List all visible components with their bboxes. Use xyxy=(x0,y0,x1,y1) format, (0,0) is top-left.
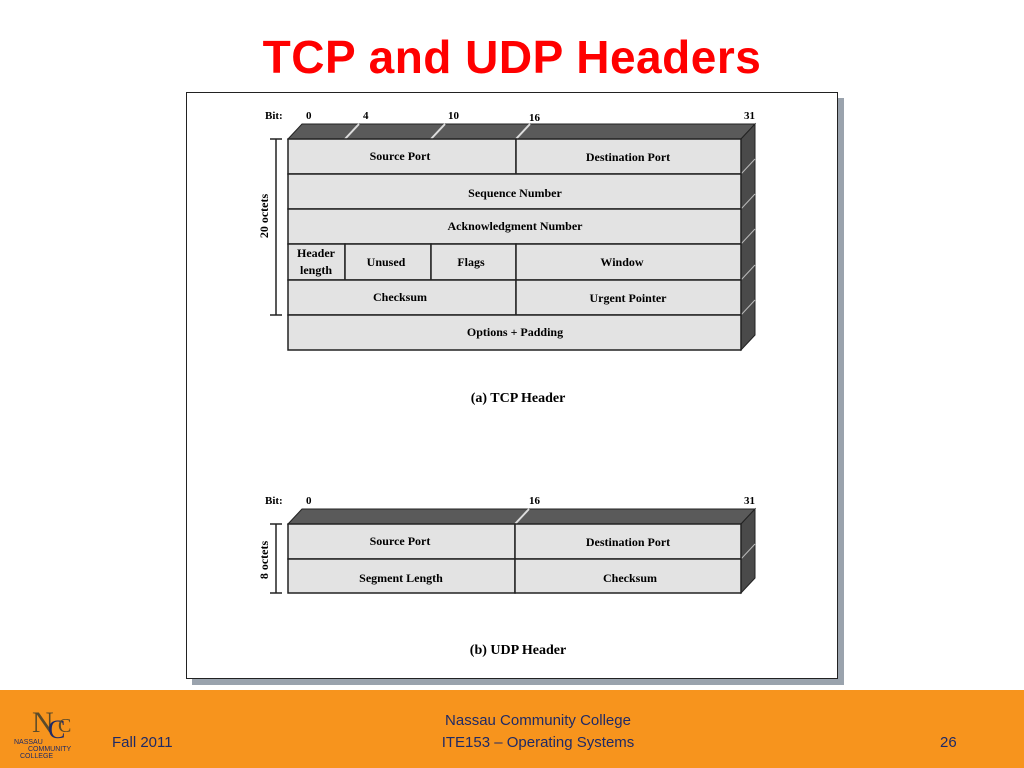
udp-caption: (b) UDP Header xyxy=(470,643,566,658)
tcp-label-urgent-pointer: Urgent Pointer xyxy=(590,291,668,305)
tcp-label-destination-port: Destination Port xyxy=(586,150,670,164)
tcp-side-line-1 xyxy=(740,158,756,175)
tcp-side-line-3 xyxy=(740,228,756,245)
tcp-cell-urgent-pointer xyxy=(515,279,742,316)
tcp-bit-0: 0 xyxy=(306,110,312,122)
tcp-side-line-5 xyxy=(740,299,756,316)
tcp-label-window: Window xyxy=(600,255,643,269)
udp-bit-0: 0 xyxy=(306,495,312,507)
slide-title: TCP and UDP Headers xyxy=(262,31,762,83)
tcp-top-tick-10 xyxy=(430,123,446,140)
tcp-bit-31: 31 xyxy=(744,110,755,122)
tcp-bit-4: 4 xyxy=(363,110,369,122)
udp-bit-label: Bit: xyxy=(265,495,283,507)
udp-cell-source-port xyxy=(287,523,516,560)
footer-bar: N C C NASSAU COMMUNITY COLLEGE Fall 2011… xyxy=(0,690,1024,768)
udp-size-label: 8 octets xyxy=(257,541,271,580)
tcp-top-tick-16 xyxy=(515,123,531,140)
tcp-label-ack-number: Acknowledgment Number xyxy=(448,219,584,233)
logo-letter-n: N xyxy=(32,706,54,739)
tcp-label-unused: Unused xyxy=(367,255,406,269)
footer-college-name: Nassau Community College xyxy=(445,712,631,729)
udp-bit-16: 16 xyxy=(529,495,541,507)
tcp-label-header-length-1: Header xyxy=(297,246,336,260)
tcp-label-header-length-2: length xyxy=(300,263,332,277)
tcp-bit-16: 16 xyxy=(529,112,541,124)
tcp-label-flags: Flags xyxy=(457,255,485,269)
tcp-label-sequence-number: Sequence Number xyxy=(468,186,562,200)
slide-page-number: 26 xyxy=(940,734,957,751)
tcp-cell-window xyxy=(515,243,742,281)
footer-course-name: ITE153 – Operating Systems xyxy=(441,734,635,751)
udp-cell-destination-port xyxy=(514,523,742,560)
tcp-side-line-2 xyxy=(740,193,756,210)
tcp-bit-10: 10 xyxy=(448,110,460,122)
tcp-label-checksum: Checksum xyxy=(373,290,427,304)
tcp-cell-flags xyxy=(430,243,517,281)
udp-bit-31: 31 xyxy=(744,495,755,507)
udp-top-tick-16 xyxy=(514,508,530,525)
udp-label-source-port: Source Port xyxy=(370,534,431,548)
tcp-cell-destination-port xyxy=(515,138,742,175)
footer-term: Fall 2011 xyxy=(112,734,173,751)
logo-text-1: NASSAU xyxy=(14,739,43,746)
tcp-caption: (a) TCP Header xyxy=(471,391,566,406)
tcp-label-source-port: Source Port xyxy=(370,149,431,163)
udp-cell-segment-length xyxy=(287,558,516,594)
tcp-cell-options xyxy=(287,314,742,351)
tcp-top-tick-4 xyxy=(344,123,360,140)
udp-label-checksum: Checksum xyxy=(603,571,657,585)
logo-letter-c2: C xyxy=(58,715,71,737)
logo-text-2: COMMUNITY xyxy=(28,746,71,753)
udp-label-destination-port: Destination Port xyxy=(586,535,670,549)
udp-header-diagram: Bit: 0 16 31 Source Port Destination Por… xyxy=(257,495,757,658)
tcp-side-line-4 xyxy=(740,264,756,281)
logo-text-3: COLLEGE xyxy=(20,753,53,760)
udp-side-line-1 xyxy=(740,543,756,560)
tcp-cell-header-length xyxy=(287,243,346,281)
udp-label-segment-length: Segment Length xyxy=(359,571,443,585)
logo-letter-c1: C xyxy=(48,715,65,744)
tcp-label-options: Options + Padding xyxy=(467,325,563,339)
college-logo: N C C NASSAU COMMUNITY COLLEGE xyxy=(14,706,71,760)
udp-cell-checksum xyxy=(514,558,742,594)
tcp-header-diagram: Bit: 0 4 10 16 31 Source Port Destinatio… xyxy=(257,110,757,406)
tcp-bit-label: Bit: xyxy=(265,110,283,122)
tcp-size-label: 20 octets xyxy=(257,194,271,239)
